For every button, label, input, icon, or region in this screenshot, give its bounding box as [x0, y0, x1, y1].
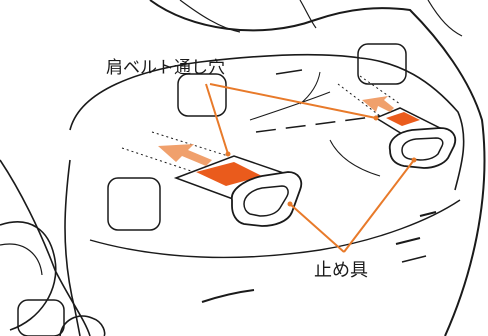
strap-right-dotted-2 [359, 75, 401, 105]
seat-inner-back [69, 53, 465, 191]
callout-lines-strap [205, 83, 377, 155]
pad-lower-left [17, 299, 65, 336]
seat-outline [149, 0, 486, 336]
pad-bottom-left [107, 177, 161, 231]
seat-base [64, 159, 81, 336]
strap-left-dotted-2 [151, 131, 229, 157]
clip-right [388, 127, 457, 169]
fold-mid-3 [329, 139, 381, 177]
left-side-bolster [0, 159, 91, 336]
stitch-line [255, 115, 381, 133]
top-fold-1 [179, 0, 241, 33]
left-arm-outline [0, 221, 57, 331]
fold-mid-1 [249, 91, 331, 121]
cushion-crease-1 [395, 237, 421, 245]
left-arm-inner [0, 243, 43, 276]
cushion-crease-2 [419, 211, 437, 217]
cushion-crease-3 [201, 289, 255, 303]
strap-left-fill [196, 162, 262, 186]
pad-top-left [177, 73, 227, 117]
arrow-left [158, 144, 212, 166]
arrow-right [362, 96, 394, 112]
top-fold-3 [427, 0, 463, 37]
fold-mid-2 [275, 69, 303, 75]
label-clip: 止め具 [314, 260, 368, 281]
left-arm-strap [59, 315, 106, 336]
top-fold-2 [299, 0, 317, 29]
strap-right-dotted [337, 83, 381, 117]
label-strap-hole: 肩ベルト通し穴 [106, 58, 225, 78]
callout-lines-clip [289, 159, 415, 253]
seat-cushion-edge [89, 199, 461, 259]
cushion-crease-4 [401, 255, 427, 263]
pad-top-right [357, 43, 407, 85]
fold-mid-4 [299, 71, 321, 105]
strap-right-fill [386, 112, 420, 126]
clip-left [231, 171, 303, 227]
